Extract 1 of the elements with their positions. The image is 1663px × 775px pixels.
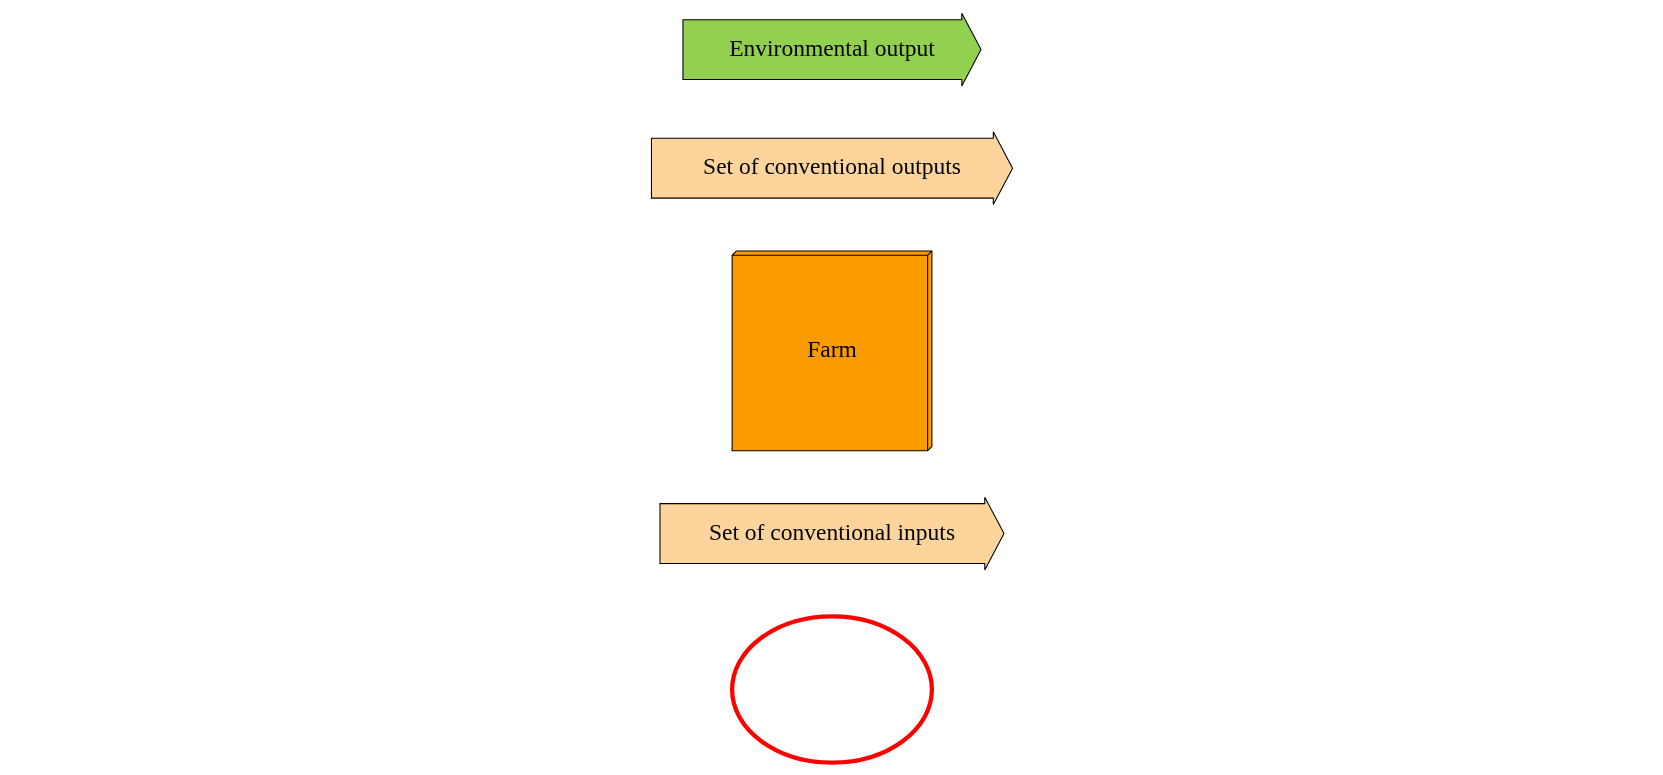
node-ellipse	[729, 613, 934, 765]
